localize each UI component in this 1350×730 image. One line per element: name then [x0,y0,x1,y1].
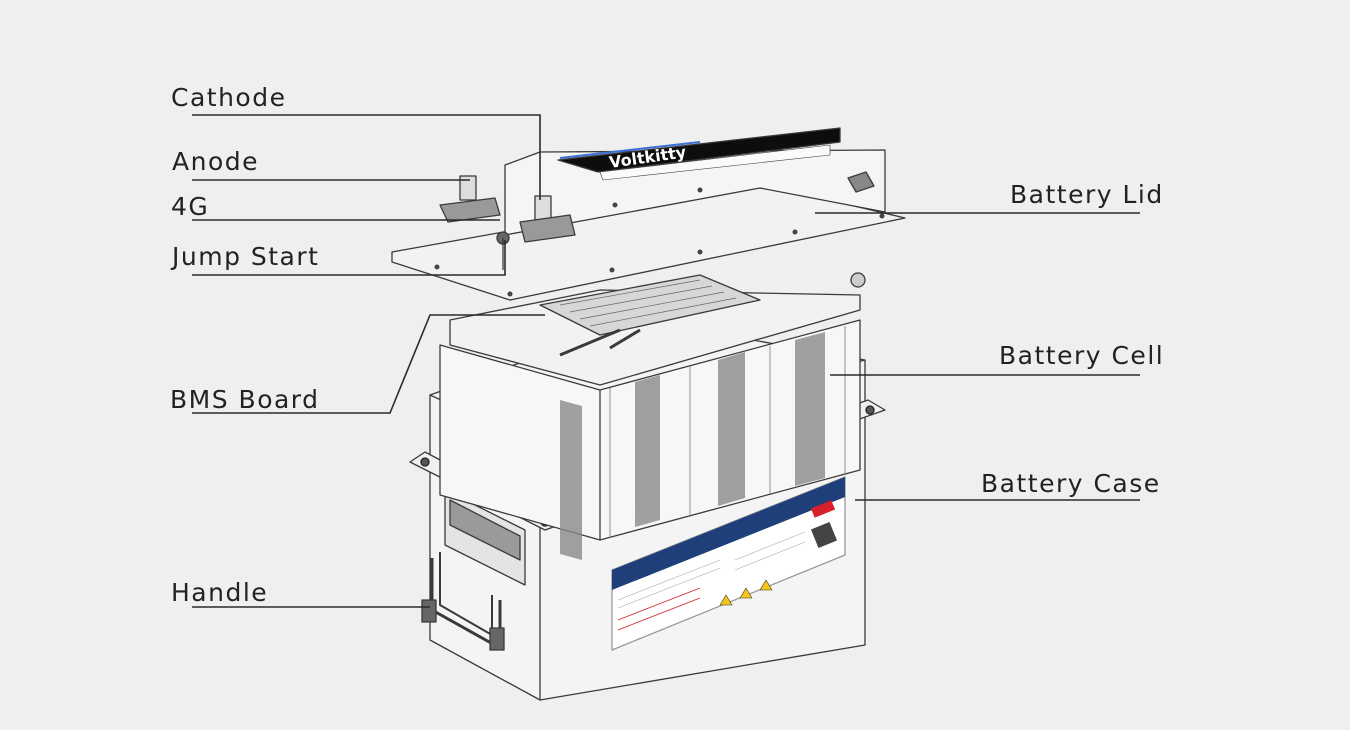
battery-lid-label: Battery Lid [1010,180,1164,209]
bms-board-label: BMS Board [170,385,320,414]
jump-start-label: Jump Start [172,242,320,271]
anode-label: Anode [172,147,259,176]
bms-board-drawing [449,272,866,386]
battery-cells-drawing [439,319,861,560]
battery-lid-drawing: Voltkitty [391,127,906,301]
leader-bms-board [192,314,545,414]
battery-cell-label: Battery Cell [999,341,1165,370]
cathode-label: Cathode [171,83,287,112]
handle-label: Handle [171,578,269,607]
case-label-sticker [611,476,846,651]
leader-cathode [192,114,541,200]
leader-jump-start [192,240,506,276]
leader-lines [192,114,1140,608]
4g-label: 4G [171,192,210,221]
battery-case-label: Battery Case [981,469,1161,498]
